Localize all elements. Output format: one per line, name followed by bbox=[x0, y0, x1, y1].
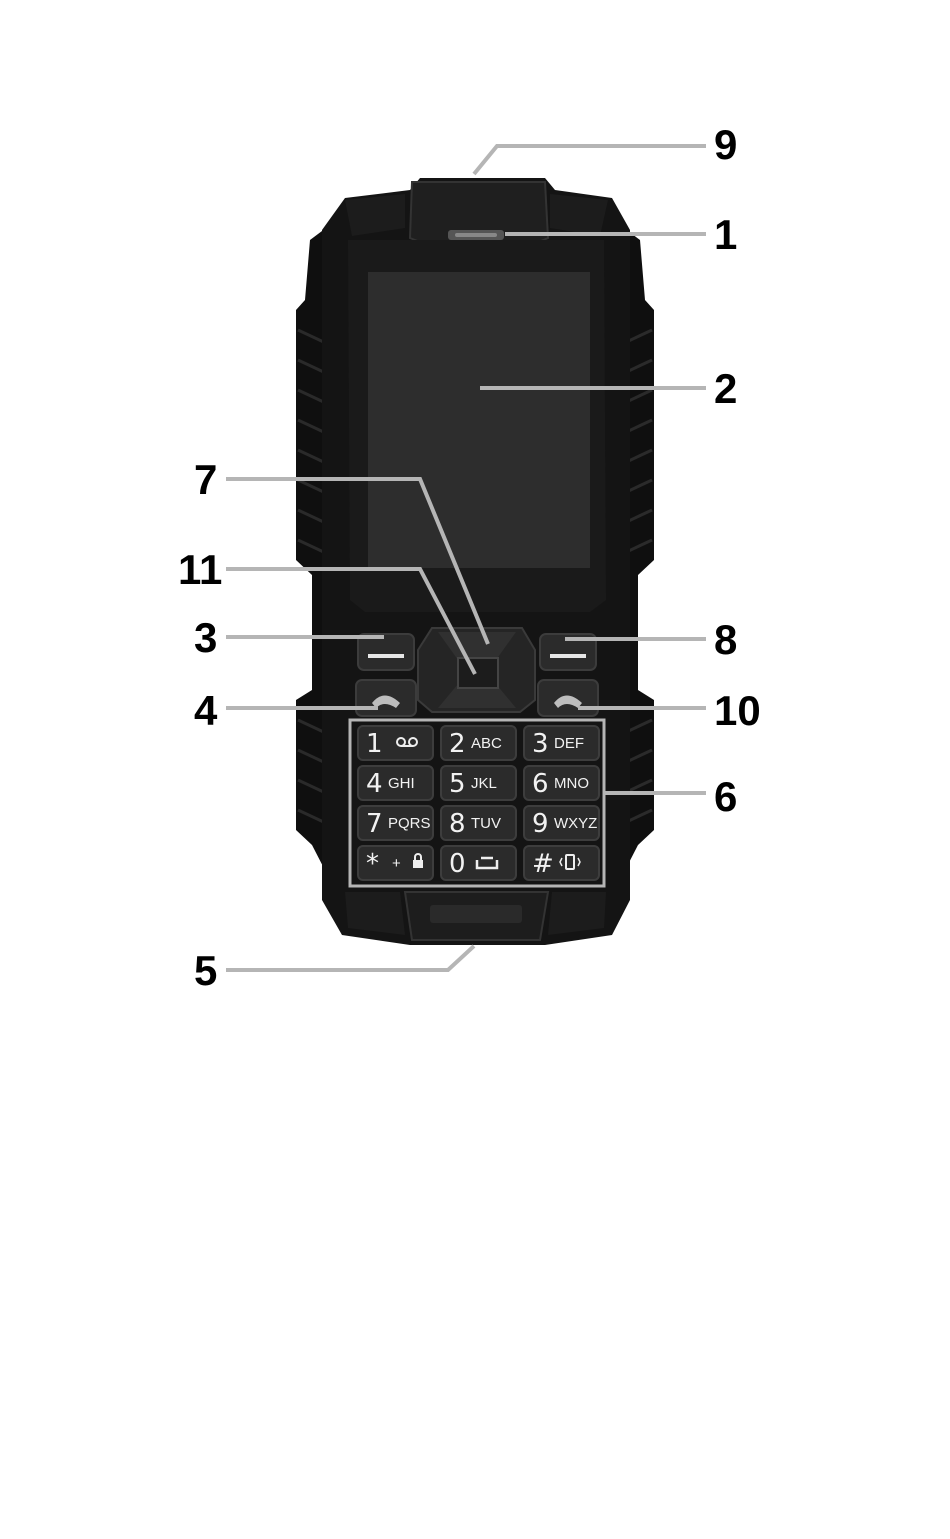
key-star[interactable]: *+ bbox=[358, 846, 433, 880]
leader-line-9 bbox=[474, 146, 706, 174]
key-digit: 3 bbox=[532, 729, 549, 759]
callout-7: 7 bbox=[194, 459, 217, 501]
callout-4: 4 bbox=[194, 690, 217, 732]
key-digit: 7 bbox=[366, 809, 383, 839]
key-9[interactable]: 9 WXYZ bbox=[524, 806, 599, 840]
key-letters: PQRS bbox=[388, 815, 431, 832]
callout-9: 9 bbox=[714, 124, 737, 166]
callout-6: 6 bbox=[714, 776, 737, 818]
key-digit: 1 bbox=[366, 729, 383, 759]
key-hash[interactable]: # bbox=[524, 846, 599, 880]
key-4[interactable]: 4 GHI bbox=[358, 766, 433, 800]
key-digit: 8 bbox=[449, 809, 466, 839]
bottom-left-corner-guard bbox=[345, 892, 405, 935]
key-letters: GHI bbox=[388, 775, 415, 792]
key-letters: ABC bbox=[471, 735, 502, 752]
key-digit: * bbox=[366, 849, 379, 879]
left-soft-key[interactable] bbox=[358, 634, 414, 670]
bottom-port-grille bbox=[430, 905, 522, 923]
earpiece-slot bbox=[455, 233, 497, 237]
key-digit: # bbox=[532, 849, 554, 879]
key-digit: 2 bbox=[449, 729, 466, 759]
center-select-key[interactable] bbox=[458, 658, 498, 688]
bottom-right-corner-guard bbox=[548, 892, 606, 935]
key-letters: MNO bbox=[554, 775, 589, 792]
leader-line-5 bbox=[226, 946, 474, 970]
key-3[interactable]: 3 DEF bbox=[524, 726, 599, 760]
key-5[interactable]: 5 JKL bbox=[441, 766, 516, 800]
key-letters: WXYZ bbox=[554, 815, 597, 832]
key-letters: JKL bbox=[471, 775, 497, 792]
callout-5: 5 bbox=[194, 950, 217, 992]
key-8[interactable]: 8 TUV bbox=[441, 806, 516, 840]
callout-2: 2 bbox=[714, 368, 737, 410]
key-digit: 9 bbox=[532, 809, 549, 839]
key-letters: + bbox=[392, 855, 401, 872]
key-6[interactable]: 6 MNO bbox=[524, 766, 599, 800]
key-digit: 0 bbox=[449, 849, 466, 879]
key-7[interactable]: 7 PQRS bbox=[358, 806, 433, 840]
key-2[interactable]: 2 ABC bbox=[441, 726, 516, 760]
callout-3: 3 bbox=[194, 617, 217, 659]
callout-1: 1 bbox=[714, 214, 737, 256]
key-digit: 4 bbox=[366, 769, 383, 799]
callout-8: 8 bbox=[714, 619, 737, 661]
display-screen bbox=[368, 272, 590, 568]
callout-11: 11 bbox=[178, 549, 222, 591]
callout-10: 10 bbox=[714, 690, 761, 732]
key-digit: 5 bbox=[449, 769, 466, 799]
key-0[interactable]: 0 bbox=[441, 846, 516, 880]
key-letters: TUV bbox=[471, 815, 501, 832]
key-letters: DEF bbox=[554, 735, 584, 752]
key-1[interactable]: 1 bbox=[358, 726, 433, 760]
key-digit: 6 bbox=[532, 769, 549, 799]
